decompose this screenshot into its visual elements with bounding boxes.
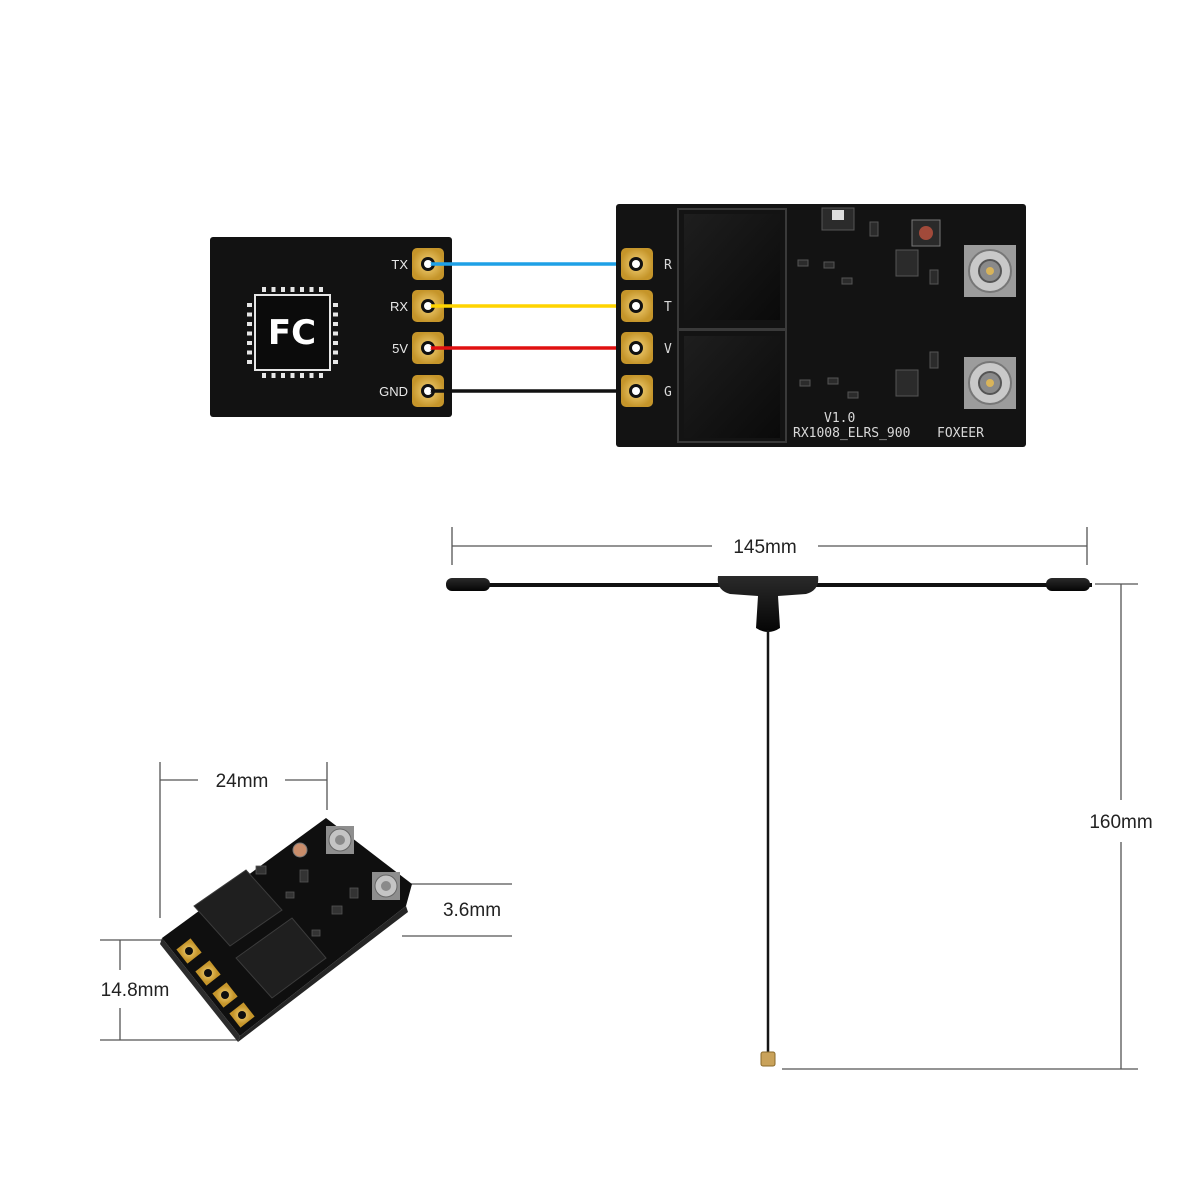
receiver-board: R T V G V1.0 RX1008_ELRS_900 FOXEER	[616, 204, 1026, 447]
rf-chip-top	[684, 214, 780, 320]
board-width-label: 24mm	[216, 771, 269, 792]
led-icon	[919, 226, 933, 240]
rf-chip-bottom	[684, 336, 780, 438]
board-height-label: 14.8mm	[101, 980, 170, 1001]
receiver-pin-group: R T V G	[621, 248, 672, 407]
flight-controller-board: FC TX RX 5V GND	[210, 237, 452, 417]
fc-pin-label-tx: TX	[391, 257, 408, 272]
fc-pin-label-gnd: GND	[379, 384, 408, 399]
fc-pin-label-5v: 5V	[392, 341, 408, 356]
wire-group	[425, 261, 639, 394]
t-antenna	[446, 576, 1092, 1067]
antenna-hub	[717, 576, 819, 632]
antenna-width-label: 145mm	[733, 537, 796, 558]
receiver-pin-mark-v: V	[664, 342, 672, 357]
antenna-left-tip	[446, 578, 490, 591]
ufl-connector-bottom	[964, 357, 1016, 409]
receiver-brand: FOXEER	[937, 426, 984, 441]
ufl-connector-top	[964, 245, 1016, 297]
receiver-pin-mark-t: T	[664, 300, 672, 315]
fc-label: FC	[268, 313, 316, 353]
antenna-ufl-plug	[760, 1051, 776, 1067]
antenna-height-label: 160mm	[1089, 812, 1152, 833]
receiver-board-angled	[160, 818, 412, 1042]
receiver-pin-mark-r: R	[664, 258, 672, 273]
receiver-pin-mark-g: G	[664, 385, 672, 400]
receiver-model: RX1008_ELRS_900	[793, 426, 910, 441]
fc-pin-label-rx: RX	[390, 299, 408, 314]
board-thickness-label: 3.6mm	[443, 900, 501, 921]
receiver-version: V1.0	[824, 411, 855, 426]
antenna-right-tip	[1046, 578, 1090, 591]
fc-chip: FC	[247, 287, 338, 378]
